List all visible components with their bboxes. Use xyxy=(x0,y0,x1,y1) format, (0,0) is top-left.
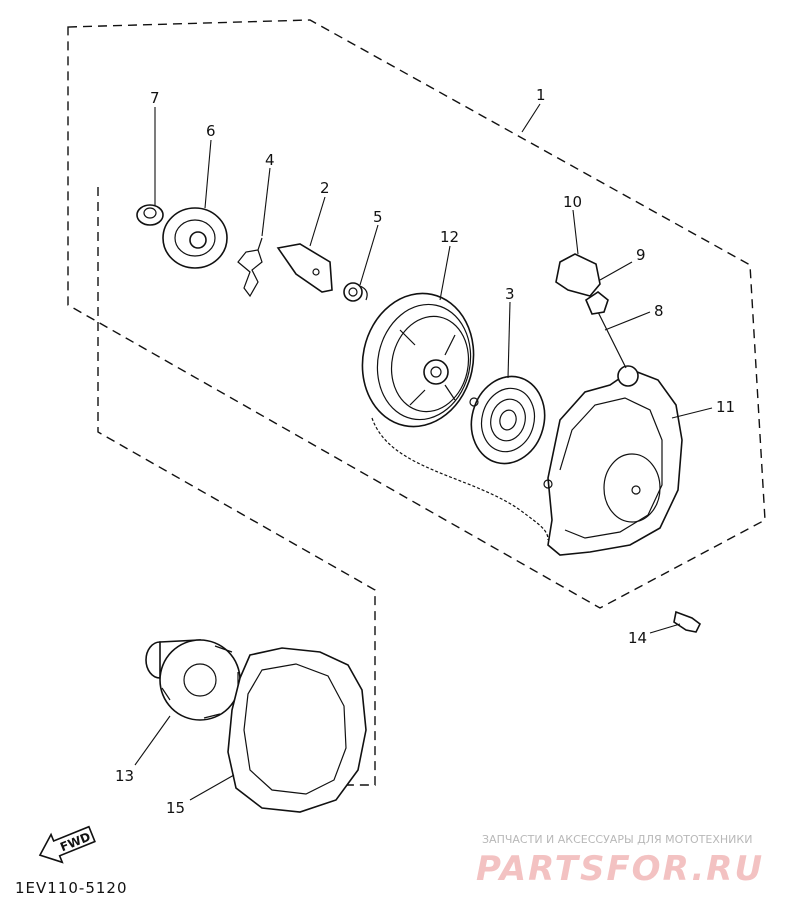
label-part-4: 4 xyxy=(265,151,275,169)
part-11-starter-case xyxy=(543,365,683,556)
label-part-3: 3 xyxy=(505,285,515,303)
part-15-gasket xyxy=(227,647,367,813)
part-9-grip xyxy=(585,291,609,315)
label-part-7: 7 xyxy=(150,89,160,107)
label-part-6: 6 xyxy=(206,122,216,140)
part-5-spring xyxy=(343,282,368,302)
figure-code: 1EV110-5120 xyxy=(15,879,128,897)
watermark-tagline: ЗАПЧАСТИ И АКСЕССУАРЫ ДЛЯ МОТОТЕХНИКИ xyxy=(482,833,752,846)
part-7-nut xyxy=(136,204,164,226)
part-13-drive-hub xyxy=(145,639,241,721)
part-3-recoil-spring xyxy=(469,375,546,465)
starter-rope xyxy=(371,417,549,541)
part-12-pulley xyxy=(361,292,475,428)
label-part-2: 2 xyxy=(320,179,330,197)
part-2-friction-plate xyxy=(276,243,333,293)
watermark-logo: PARTSFOR.RU xyxy=(476,849,764,889)
label-part-9: 9 xyxy=(636,246,646,264)
label-part-1: 1 xyxy=(536,86,546,104)
label-part-12: 12 xyxy=(440,228,459,246)
label-part-13: 13 xyxy=(115,767,134,785)
label-part-11: 11 xyxy=(716,398,735,416)
part-10-handle xyxy=(555,253,601,297)
part-4-spring-clip xyxy=(237,237,263,298)
label-part-10: 10 xyxy=(563,193,582,211)
label-part-5: 5 xyxy=(373,208,383,226)
assembly-lower-boundary xyxy=(97,187,376,786)
part-6-plate xyxy=(162,207,228,269)
label-part-14: 14 xyxy=(628,629,647,647)
part-8-rope xyxy=(597,311,627,369)
forward-direction-arrow: FWD xyxy=(38,825,96,864)
label-part-15: 15 xyxy=(166,799,185,817)
part-14-bolt xyxy=(673,610,702,633)
assembly-1-boundary xyxy=(67,19,766,609)
label-part-8: 8 xyxy=(654,302,664,320)
leader-lines xyxy=(134,103,713,801)
